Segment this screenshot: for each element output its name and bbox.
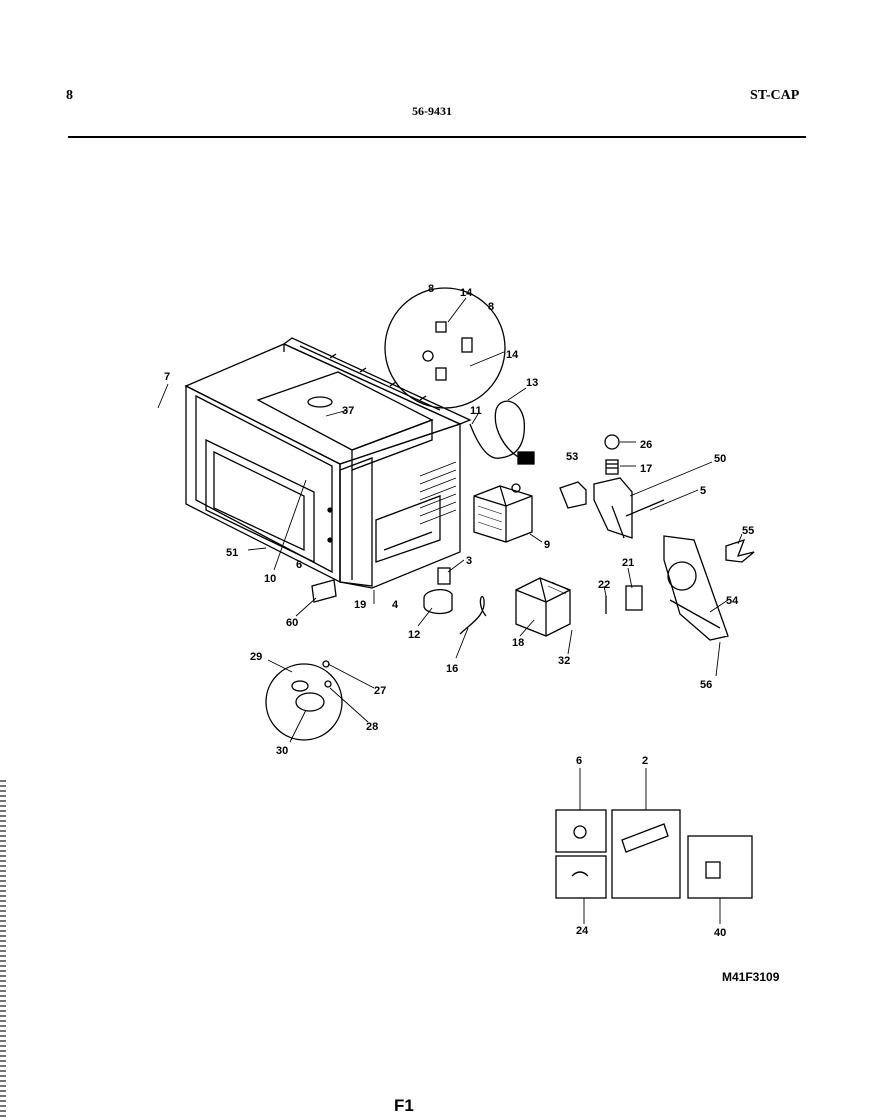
callout-60: 60 [286, 617, 298, 629]
callout-18: 18 [512, 637, 524, 649]
callout-16: 16 [446, 663, 458, 675]
callout-14-top: 14 [460, 287, 473, 299]
callout-30: 30 [276, 745, 288, 757]
callout-21: 21 [622, 557, 634, 569]
callout-12: 12 [408, 629, 420, 641]
callout-10: 10 [264, 573, 276, 585]
transformer [515, 577, 571, 637]
callout-27: 27 [374, 685, 386, 697]
right-panel [663, 535, 729, 641]
inset-box-6 [555, 809, 607, 853]
fan-blade [725, 538, 755, 563]
leader-lines [157, 297, 743, 924]
callout-29: 29 [250, 651, 262, 663]
callout-4: 4 [392, 599, 399, 611]
document-code: 56-9431 [412, 104, 452, 118]
callout-26: 26 [640, 439, 652, 451]
callout-3: 3 [466, 555, 472, 567]
inset-box-40 [687, 835, 753, 899]
callout-40: 40 [714, 927, 726, 939]
page-number: 8 [66, 88, 73, 103]
bracket-53 [559, 481, 587, 509]
callout-9: 9 [544, 539, 550, 551]
callout-55: 55 [742, 525, 754, 537]
callout-51: 51 [226, 547, 238, 559]
callout-53: 53 [566, 451, 578, 463]
callout-54: 54 [726, 595, 739, 607]
power-cord [469, 400, 535, 465]
capacitor [423, 588, 453, 615]
callout-8-top: 8 [428, 283, 434, 295]
switch-21 [625, 585, 643, 611]
callout-28: 28 [366, 721, 378, 733]
callout-19: 19 [354, 599, 366, 611]
drawing-reference-code: M41F3109 [722, 970, 780, 984]
callout-14-right: 14 [506, 349, 519, 361]
callout-2: 2 [642, 755, 648, 767]
magnetron [473, 483, 533, 543]
part-3 [437, 567, 451, 585]
callout-7: 7 [164, 371, 170, 383]
inset-box-2 [611, 809, 681, 899]
callout-5: 5 [700, 485, 706, 497]
callout-13: 13 [526, 377, 538, 389]
callout-32: 32 [558, 655, 570, 667]
callout-37: 37 [342, 405, 354, 417]
callout-22: 22 [598, 579, 610, 591]
detail-circle-motor [265, 660, 343, 741]
diode [459, 595, 487, 635]
inset-box-24 [555, 855, 607, 899]
callout-56: 56 [700, 679, 712, 691]
callout-6-inset: 6 [576, 755, 582, 767]
callout-24: 24 [576, 925, 589, 937]
thermal-cutout [604, 434, 620, 450]
scan-edge-artifact [0, 780, 6, 1120]
callout-11: 11 [470, 405, 482, 417]
callout-8-right: 8 [488, 301, 494, 313]
callout-50: 50 [714, 453, 726, 465]
thermal-spring [605, 459, 619, 475]
latch-bracket [311, 579, 337, 603]
switch-bracket [593, 477, 665, 539]
callout-17: 17 [640, 463, 652, 475]
header-rule [68, 136, 806, 138]
callout-6: 6 [296, 559, 302, 571]
figure-label: F1 [394, 1096, 414, 1115]
detail-circle-top [384, 287, 506, 409]
model-code: ST-CAP [750, 88, 800, 103]
cabinet-assembly [184, 337, 472, 589]
